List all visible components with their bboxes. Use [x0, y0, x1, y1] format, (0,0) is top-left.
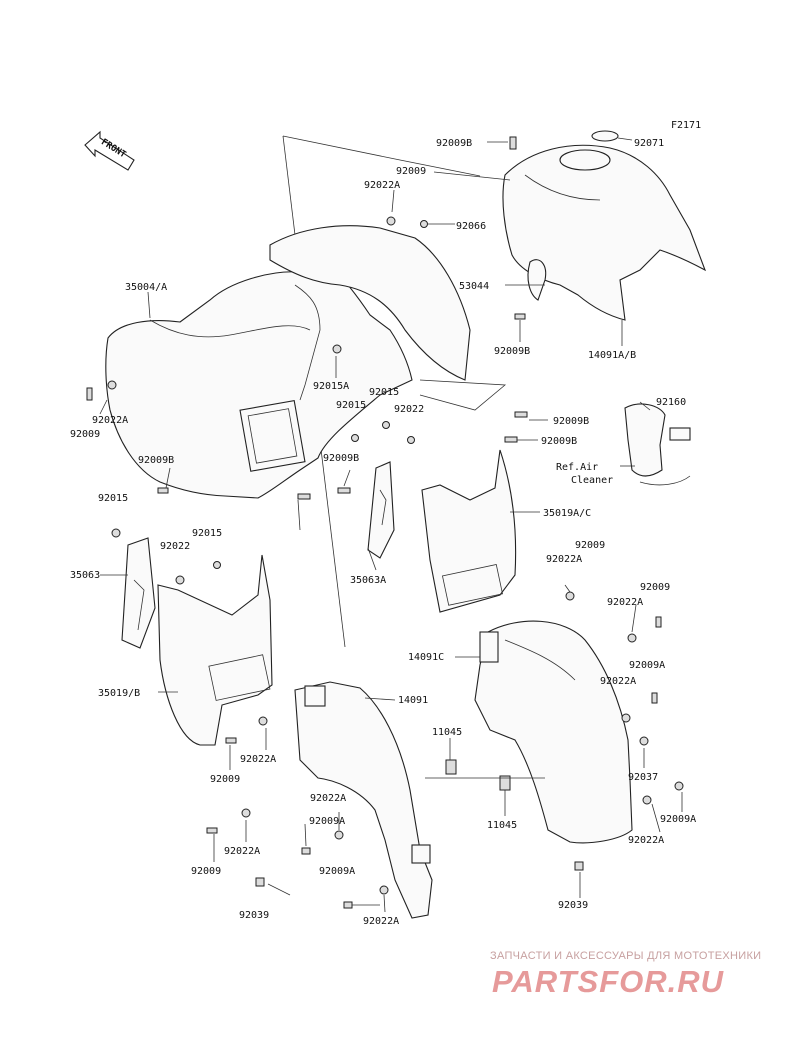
part-label: 92039 [239, 910, 269, 921]
part-label: 35019A/C [543, 508, 591, 519]
part-label: 92009A [319, 866, 355, 877]
air-duct [624, 403, 666, 477]
part-label: 92015A [313, 381, 349, 392]
flap-35019ac [421, 449, 517, 613]
ref-note-line2: Cleaner [571, 475, 613, 486]
part-label: 35019/B [98, 688, 140, 699]
part-label: 92022A [310, 793, 346, 804]
part-label: 92015 [98, 493, 128, 504]
part-label: 92022A [224, 846, 260, 857]
part-label: 92009 [640, 582, 670, 593]
part-label: 92022 [394, 404, 424, 415]
upper-fender [269, 225, 471, 381]
guide-line [399, 159, 481, 177]
guide-line [282, 135, 401, 161]
fastener-group [86, 136, 684, 909]
part-label: 35063A [350, 575, 386, 586]
ref-note-line1: Ref.Air [556, 462, 598, 473]
figure-code: F2171 [671, 120, 701, 131]
watermark-logo: PARTSFOR.RU [492, 964, 725, 999]
rear-fender-14091c [474, 620, 633, 844]
part-label: 92022A [364, 180, 400, 191]
part-label: 92015 [369, 387, 399, 398]
part-label: 53044 [459, 281, 489, 292]
part-label: 11045 [487, 820, 517, 831]
part-label: 92009B [541, 436, 577, 447]
fender-vent [239, 399, 306, 472]
part-label: 92022 [160, 541, 190, 552]
part-label: 92009B [436, 138, 472, 149]
part-label: 92009 [70, 429, 100, 440]
watermark-tagline: ЗАПЧАСТИ И АКСЕССУАРЫ ДЛЯ МОТОТЕХНИКИ [490, 950, 762, 962]
part-label: 92009B [553, 416, 589, 427]
part-label: 92039 [558, 900, 588, 911]
part-labels: F2171 92009B 92071 92009 92022A 92066 53… [70, 120, 701, 927]
part-label: 92009A [660, 814, 696, 825]
part-label: 92066 [456, 221, 486, 232]
part-label: 92015 [192, 528, 222, 539]
part-label: 92037 [628, 772, 658, 783]
leader-lines [99, 137, 683, 913]
inner-fender-14091 [294, 681, 433, 919]
part-label: 92022A [240, 754, 276, 765]
bracket-35063 [121, 537, 156, 649]
front-fender [105, 264, 413, 499]
part-label: 92009 [210, 774, 240, 785]
flap-35019b [157, 554, 273, 746]
cap-ring [591, 130, 619, 142]
part-label: 92009 [396, 166, 426, 177]
part-label: 92022A [92, 415, 128, 426]
clip-53044 [527, 259, 547, 301]
part-label: 92009 [191, 866, 221, 877]
seal-92160 [669, 427, 691, 441]
part-label: 92009B [494, 346, 530, 357]
part-label: 35004/A [125, 282, 167, 293]
part-label: 92009A [629, 660, 665, 671]
part-label: 92009B [323, 453, 359, 464]
bracket-35063a [367, 461, 395, 559]
fender-block [304, 685, 326, 707]
part-label: 92015 [336, 400, 366, 411]
part-label: 92160 [656, 397, 686, 408]
part-label: 92022A [607, 597, 643, 608]
part-label: 92022A [363, 916, 399, 927]
part-label: 92009B [138, 455, 174, 466]
part-label: 14091C [408, 652, 444, 663]
part-label: 92009 [575, 540, 605, 551]
part-label: 92009A [309, 816, 345, 827]
part-label: 11045 [432, 727, 462, 738]
part-label: 92071 [634, 138, 664, 149]
part-label: 92022A [546, 554, 582, 565]
part-label: 14091A/B [588, 350, 636, 361]
part-label: 14091 [398, 695, 428, 706]
part-label: 92022A [600, 676, 636, 687]
part-label: 35063 [70, 570, 100, 581]
front-arrow-icon: FRONT [84, 130, 135, 171]
tank-cover [502, 144, 707, 321]
part-label: 92022A [628, 835, 664, 846]
